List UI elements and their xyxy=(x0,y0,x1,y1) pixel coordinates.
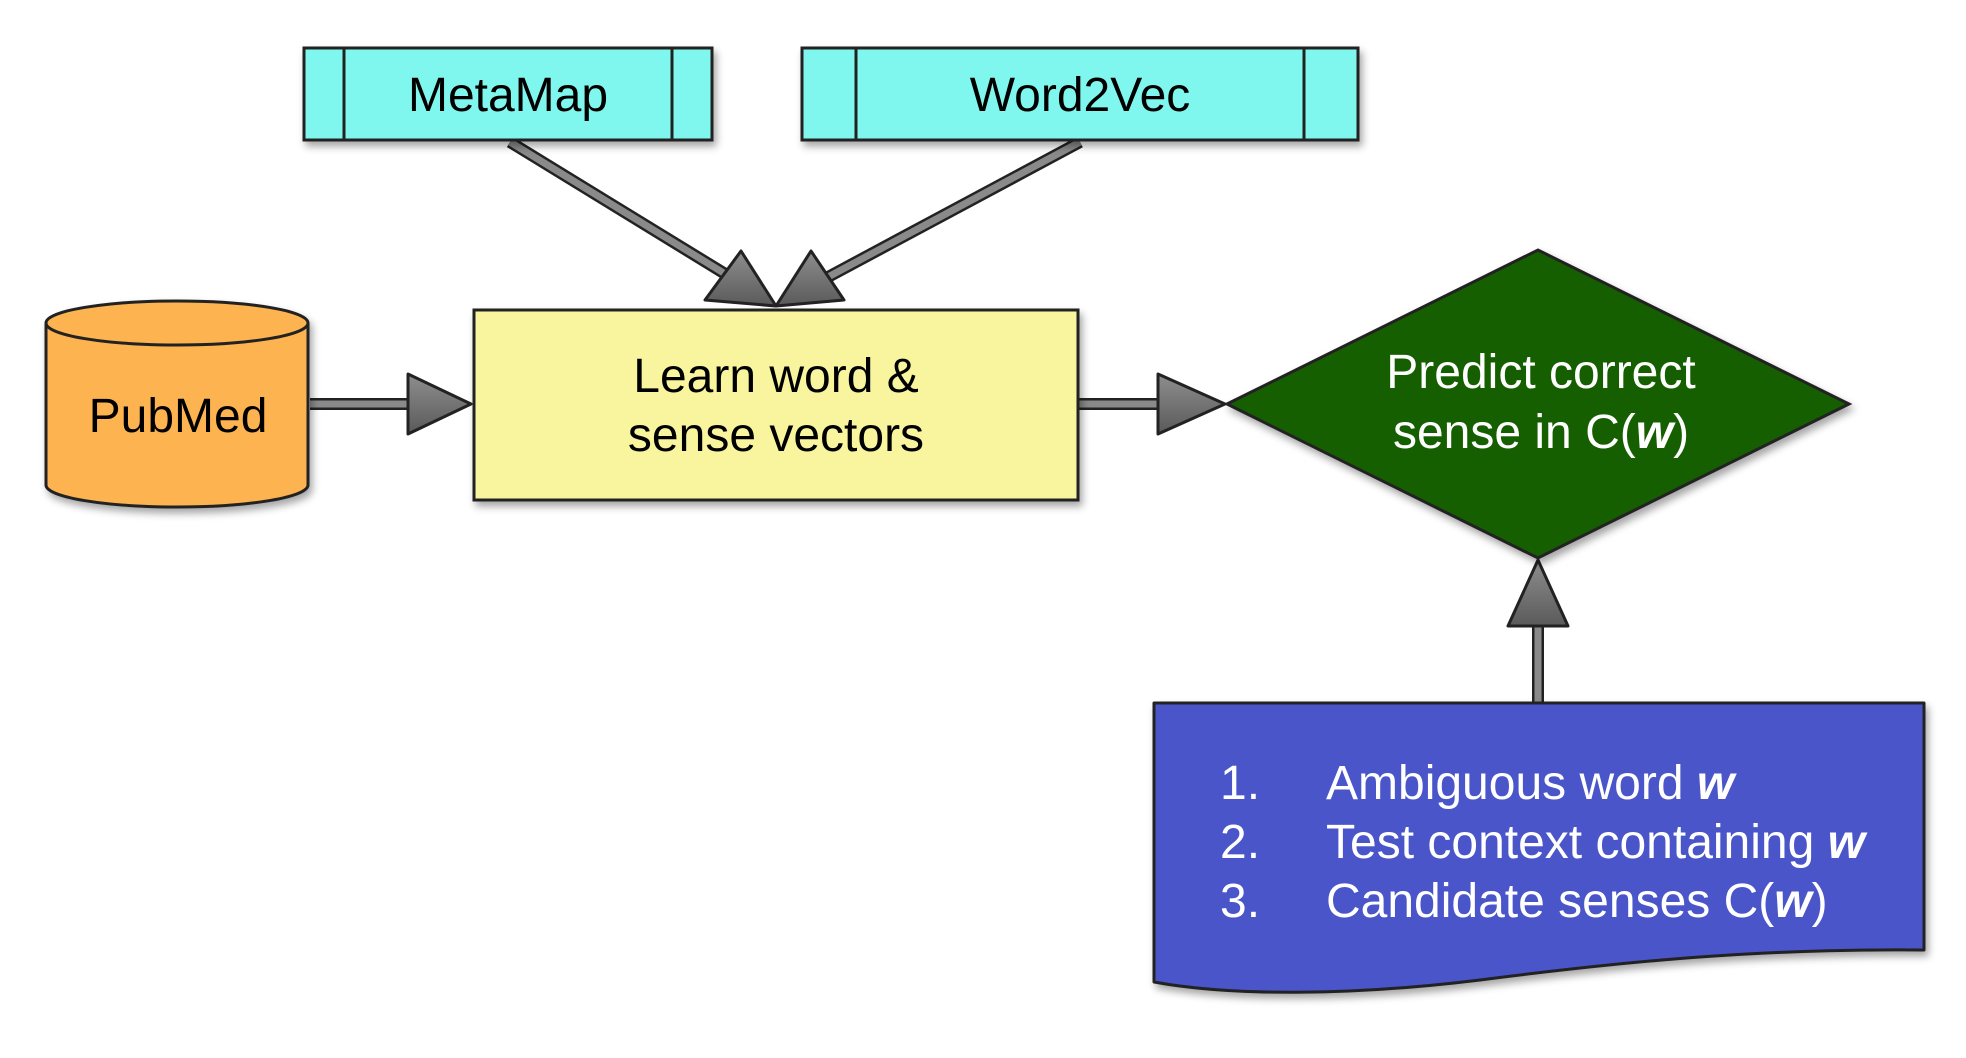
predict-sense-variable: w xyxy=(1636,406,1676,459)
arrow-pubmed-to-learn xyxy=(310,372,473,436)
inputs-item-3-suffix: ) xyxy=(1812,875,1828,928)
inputs-item-1-text: Ambiguous word w xyxy=(1326,757,1737,810)
inputs-item-3-text: Candidate senses C(w) xyxy=(1326,875,1828,928)
inputs-item-1-variable: w xyxy=(1697,757,1737,810)
inputs-item-2-variable: w xyxy=(1828,816,1868,869)
inputs-item-3-variable: w xyxy=(1774,875,1814,928)
arrow-inputs-to-predict xyxy=(1506,558,1570,702)
inputs-item-2-text: Test context containing w xyxy=(1326,816,1868,869)
inputs-item-1-number: 1. xyxy=(1220,757,1260,810)
inputs-item-3-label: Candidate senses C( xyxy=(1326,875,1774,928)
predict-sense-label-line1: Predict correct xyxy=(1386,346,1695,399)
pubmed-label: PubMed xyxy=(89,390,268,443)
inputs-list: 1. Ambiguous word w 2. Test context cont… xyxy=(1220,757,1868,928)
learn-vectors-node xyxy=(472,308,1080,502)
inputs-item-2-label: Test context containing xyxy=(1326,816,1828,869)
predict-sense-line2-prefix: sense in C( xyxy=(1393,406,1636,459)
inputs-item-3-number: 3. xyxy=(1220,875,1260,928)
word2vec-node xyxy=(800,46,1360,142)
arrow-metamap-to-learn xyxy=(506,136,778,308)
metamap-node xyxy=(302,46,714,142)
pubmed-node xyxy=(44,299,310,509)
predict-sense-node xyxy=(1223,248,1853,560)
arrow-learn-to-predict xyxy=(1078,372,1227,436)
metamap-label: MetaMap xyxy=(408,69,608,122)
word2vec-label: Word2Vec xyxy=(970,69,1191,122)
predict-sense-line2-suffix: ) xyxy=(1673,406,1689,459)
arrow-word2vec-to-learn xyxy=(774,136,1083,308)
inputs-item-2-number: 2. xyxy=(1220,816,1260,869)
predict-sense-label-line2: sense in C(w) xyxy=(1393,406,1689,459)
learn-vectors-label-line1: Learn word & xyxy=(633,350,919,403)
inputs-document-node xyxy=(1152,701,1926,994)
inputs-item-1-label: Ambiguous word xyxy=(1326,757,1697,810)
learn-vectors-label-line2: sense vectors xyxy=(628,409,924,462)
